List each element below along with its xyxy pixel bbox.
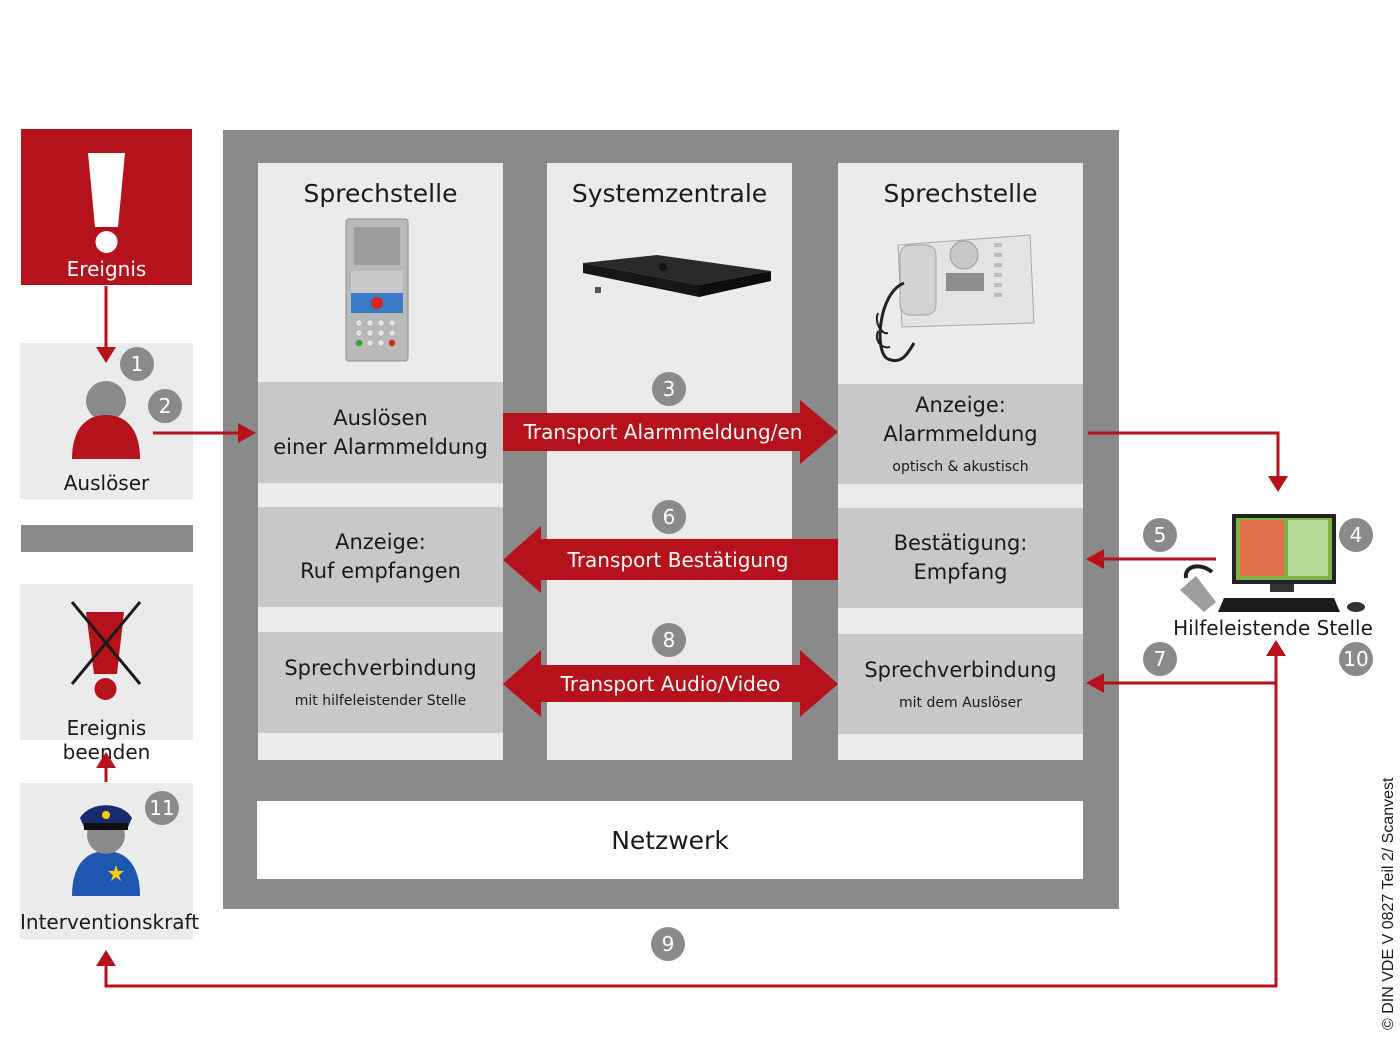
arrow-transport-alarm xyxy=(503,400,838,464)
column-systemzentrale: Systemzentrale xyxy=(547,163,792,760)
column-heading: Sprechstelle xyxy=(303,179,458,208)
ereignis-label: Ereignis xyxy=(66,257,147,281)
rack-server-icon xyxy=(583,255,771,297)
step-badge-11: 11 xyxy=(145,791,179,825)
column-sprechstelle-left: Sprechstelle Auslösen einer Alarmmeldung… xyxy=(258,163,503,760)
column-heading: Systemzentrale xyxy=(571,179,768,208)
exclamation-icon xyxy=(88,153,125,253)
step-badge-10: 10 xyxy=(1339,642,1373,676)
copyright-notice: © DIN VDE V 0827 Teil 2/ Scanvest xyxy=(1380,777,1397,1031)
ereignis-box: Ereignis xyxy=(21,129,192,285)
ereignis-beenden-box: Ereignis beenden xyxy=(20,584,193,764)
column-sprechstelle-right: Sprechstelle Anzeige: Alarmmeldung optis… xyxy=(838,163,1083,760)
netzwerk-bar: Netzwerk xyxy=(257,801,1083,879)
cell-bestaetigung: Bestätigung: Empfang xyxy=(838,508,1083,608)
interventionskraft-label: Interventionskraft xyxy=(20,910,200,934)
cell-anzeige-alarm: Anzeige: Alarmmeldung optisch & akustisc… xyxy=(838,384,1083,484)
step-badge-9: 9 xyxy=(651,927,685,961)
ausloeser-label: Auslöser xyxy=(63,471,150,495)
netzwerk-label: Netzwerk xyxy=(611,825,729,855)
cell-sprechverbindung-left: Sprechverbindung mit hilfeleistender Ste… xyxy=(258,632,503,733)
crossed-exclamation-icon xyxy=(70,601,142,700)
hilfeleistende-stelle-label: Hilfeleistende Stelle xyxy=(1173,616,1373,640)
step-badge-4: 4 xyxy=(1339,518,1373,552)
police-officer-icon xyxy=(72,805,140,896)
column-heading: Sprechstelle xyxy=(883,179,1038,208)
cell-anzeige-ruf: Anzeige: Ruf empfangen xyxy=(258,507,503,607)
transport-audio-label: Transport Audio/Video xyxy=(560,671,781,696)
desk-station-icon xyxy=(876,234,1035,362)
arrow-transport-audio xyxy=(503,650,838,717)
step-badge-8: 8 xyxy=(652,623,686,657)
divider-bar xyxy=(21,525,193,552)
step-badge-2: 2 xyxy=(148,389,182,423)
person-icon xyxy=(72,381,140,459)
door-intercom-icon xyxy=(345,218,409,362)
transport-alarm-label: Transport Alarmmeldung/en xyxy=(523,420,803,444)
step-badge-6: 6 xyxy=(652,500,686,534)
transport-bestaetigung-label: Transport Bestätigung xyxy=(567,547,789,572)
step-badge-1: 1 xyxy=(120,347,154,381)
step-badge-5: 5 xyxy=(1143,518,1177,552)
cell-ausloesen: Auslösen einer Alarmmeldung xyxy=(258,382,503,483)
step-badge-7: 7 xyxy=(1143,642,1177,676)
cell-sprechverbindung-right: Sprechverbindung mit dem Auslöser xyxy=(838,634,1083,734)
step-badge-3: 3 xyxy=(652,372,686,406)
arrow-transport-bestaetigung xyxy=(503,526,838,593)
